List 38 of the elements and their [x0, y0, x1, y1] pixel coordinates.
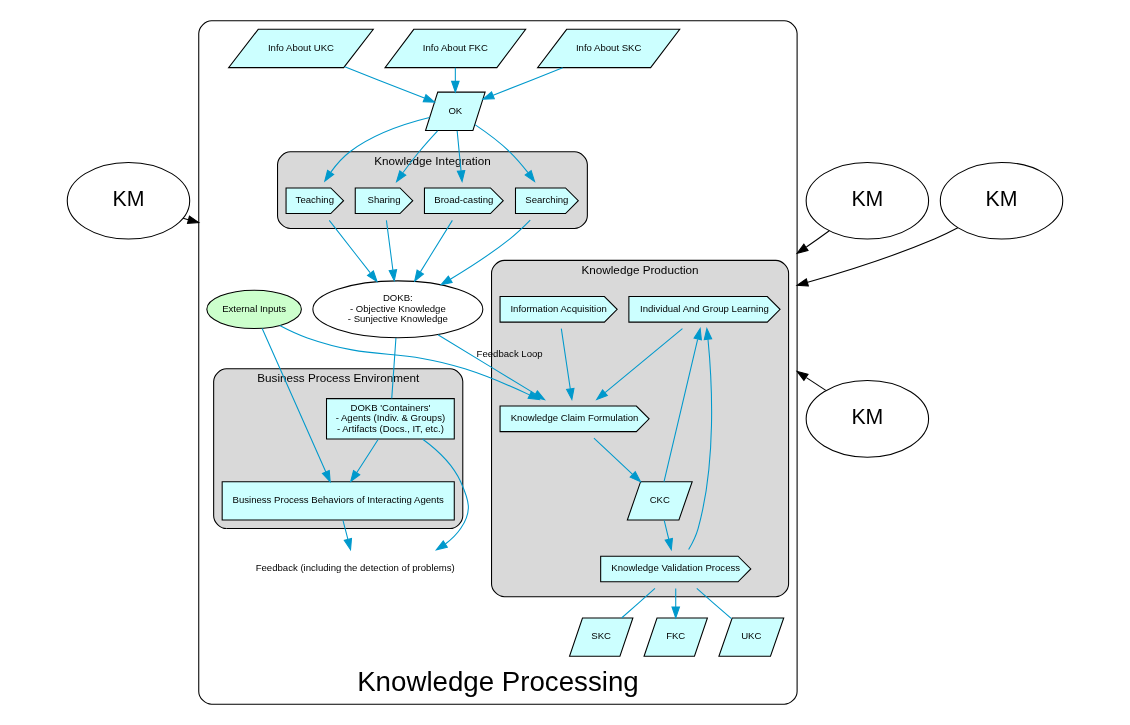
arrow [342, 519, 353, 552]
arrow [795, 370, 827, 391]
arrow [671, 587, 681, 620]
arrow [261, 328, 331, 484]
arrow [323, 117, 430, 183]
node-ellipse: KM [805, 161, 930, 240]
arrow [279, 325, 541, 401]
arrow [395, 130, 439, 183]
node-ellipse: KM [939, 161, 1064, 240]
node-text: Feedback (including the detection of problems) [255, 562, 455, 574]
arrow [439, 219, 531, 286]
arrow [593, 437, 642, 483]
arrow [413, 219, 453, 283]
arrow [560, 328, 575, 402]
node-box: DOKB 'Containers' - Agents (Indiv. & Groups) - Artifacts (Docs., IT, etc.) [326, 398, 455, 440]
arrow [688, 327, 713, 551]
arrow [474, 124, 536, 183]
connector [696, 587, 732, 620]
node-box: Business Process Behaviors of Interacting Agents [221, 481, 455, 521]
arrow [663, 327, 702, 483]
arrow [595, 328, 683, 401]
arrow [328, 219, 378, 283]
arrow [481, 67, 564, 100]
node-ellipse: External Inputs [206, 289, 302, 330]
arrow [344, 66, 436, 103]
arrow [663, 519, 674, 552]
arrow [450, 67, 460, 94]
arrow [385, 219, 398, 283]
arrow [456, 130, 466, 184]
node-ellipse: KM [805, 380, 930, 458]
arrow [422, 438, 469, 551]
arrow [349, 438, 379, 483]
node-ellipse: DOKB: - Objective Knowledge - Sunjective Knowledge [312, 280, 484, 339]
arrow [795, 230, 830, 255]
connector [621, 587, 656, 619]
connector [391, 337, 397, 399]
arrow [795, 227, 959, 287]
arrow [182, 215, 201, 224]
